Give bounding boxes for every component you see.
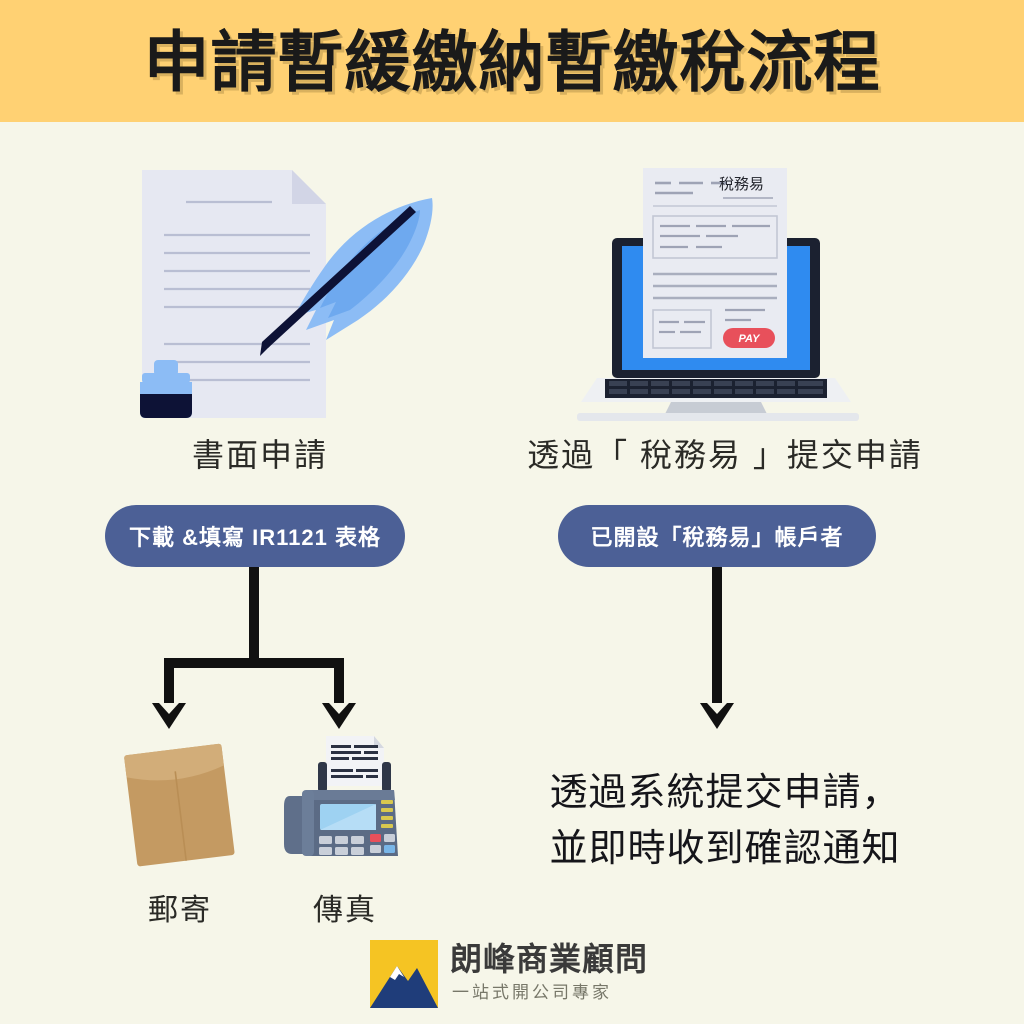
- logo-mountain-icon: [370, 940, 438, 1008]
- connector-branch-left-mail: [164, 658, 174, 708]
- document-quill-inkwell-icon: [140, 170, 433, 418]
- header-band: [0, 0, 1024, 122]
- document-quill-illustration: [120, 160, 460, 425]
- etax-result-text: 透過系統提交申請， 並即時收到確認通知: [470, 765, 980, 877]
- arrow-notch-mail: [159, 703, 179, 714]
- etax-result-line-2: 並即時收到確認通知: [549, 828, 901, 870]
- fax-machine-icon: [284, 736, 398, 856]
- page-title: 申請暫緩繳納暫繳稅流程: [143, 25, 881, 99]
- connector-trunk-right: [712, 567, 722, 707]
- connector-trunk-left: [249, 567, 259, 667]
- envelope-illustration: [118, 735, 243, 870]
- arrow-notch-fax: [329, 703, 349, 714]
- connector-split-left: [164, 658, 344, 668]
- brand-logo: 朗峰商業顧問 一站式開公司專家: [370, 938, 670, 1010]
- fax-machine-illustration: [282, 728, 407, 868]
- logo-company-name: 朗峰商業顧問: [450, 941, 649, 977]
- etax-result-line-1: 透過系統提交申請，: [549, 772, 901, 814]
- branch-label-fax: 傳真: [313, 894, 377, 927]
- envelope-icon: [124, 743, 235, 867]
- pay-button-label: PAY: [739, 333, 762, 345]
- arrow-notch-etax: [707, 703, 727, 714]
- laptop-tax-document-illustration: 稅務易: [575, 150, 875, 425]
- laptop-etax-icon: 稅務易: [577, 168, 859, 421]
- etax-doc-heading: 稅務易: [719, 176, 764, 193]
- column-label-etax: 透過「 稅務易 」提交申請: [527, 437, 923, 473]
- connector-branch-left-fax: [334, 658, 344, 708]
- column-label-paper: 書面申請: [191, 437, 328, 473]
- logo-tagline: 一站式開公司專家: [452, 983, 612, 1002]
- pill-download-form[interactable]: 下載 &填寫 IR1121 表格: [105, 505, 405, 567]
- pill-etax-account[interactable]: 已開設「稅務易」帳戶者: [558, 505, 876, 567]
- branch-label-mail: 郵寄: [148, 894, 212, 927]
